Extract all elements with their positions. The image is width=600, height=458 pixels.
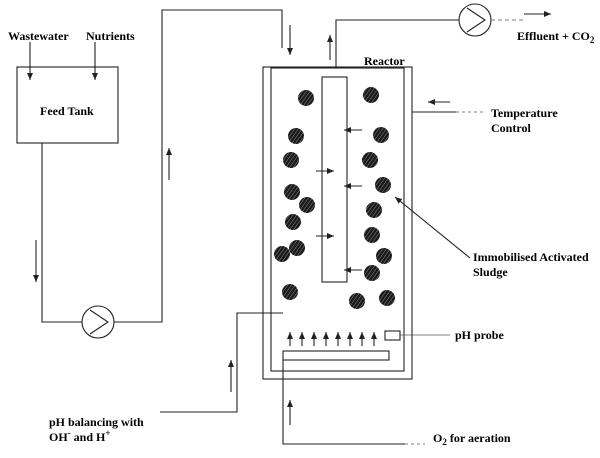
sludge-granule [299,197,315,213]
draft-tube [321,76,348,283]
nutrients-label: Nutrients [86,29,135,43]
o2-subscript: 2 [442,437,447,447]
ph-balancing-line [160,312,283,413]
temperature-label-line2: Control [491,121,531,135]
sludge-granule [298,90,314,106]
wastewater-label: Wastewater [8,29,69,43]
sludge-granule [282,284,298,300]
feed-pump [81,305,115,339]
feed-tank-label: Feed Tank [40,104,94,118]
sludge-granule [274,246,290,262]
feed-tank [16,66,119,144]
o2-aeration-line [282,360,405,445]
reactor-inner-vessel [270,67,405,372]
sludge-granule [284,184,300,200]
sludge-granule [379,290,395,306]
effluent-subscript: 2 [590,35,595,45]
sludge-granule [364,227,380,243]
ph-balancing-h-sup: + [105,428,110,438]
sludge-granule [283,152,299,168]
reactor-outer-jacket [262,66,413,380]
ph-balancing-and-h: and H [71,430,106,444]
sludge-granules [274,87,395,309]
effluent-label: Effluent + CO2 [517,29,595,45]
sludge-label-line1: Immobilised Activated [473,250,589,264]
sludge-granule [373,127,389,143]
effluent-pump [458,3,492,37]
effluent-line [335,19,459,68]
sludge-granule [363,87,379,103]
aeration-diffuser [282,350,390,361]
sludge-granule [349,293,365,309]
ph-probe-label: pH probe [455,328,504,342]
ph-probe [384,330,401,341]
ph-balancing-label-line1: pH balancing with [49,415,144,429]
sludge-granule [375,177,391,193]
ph-balancing-label-line2: OH- and H+ [49,428,111,444]
aeration-arrows [287,332,377,346]
effluent-text: Effluent + CO [517,29,590,43]
sludge-granule [285,214,301,230]
feed-line [41,143,82,323]
pump-to-reactor-line [114,9,283,323]
o2-aeration-label: O2 for aeration [433,431,511,447]
temperature-label-line1: Temperature [491,106,558,120]
o2-suffix: for aeration [447,431,511,445]
sludge-granule [362,152,378,168]
sludge-granule [366,202,382,218]
sludge-granule [289,240,305,256]
sludge-granule [364,265,380,281]
ph-balancing-oh: OH [49,430,68,444]
sludge-leader-arrow [394,196,471,259]
sludge-granule [376,248,392,264]
sludge-granule [288,128,304,144]
reactor-label: Reactor [364,54,405,68]
sludge-label-line2: Sludge [473,265,508,279]
ph-balancing-oh-sup: - [68,428,71,438]
o2-text: O [433,431,442,445]
